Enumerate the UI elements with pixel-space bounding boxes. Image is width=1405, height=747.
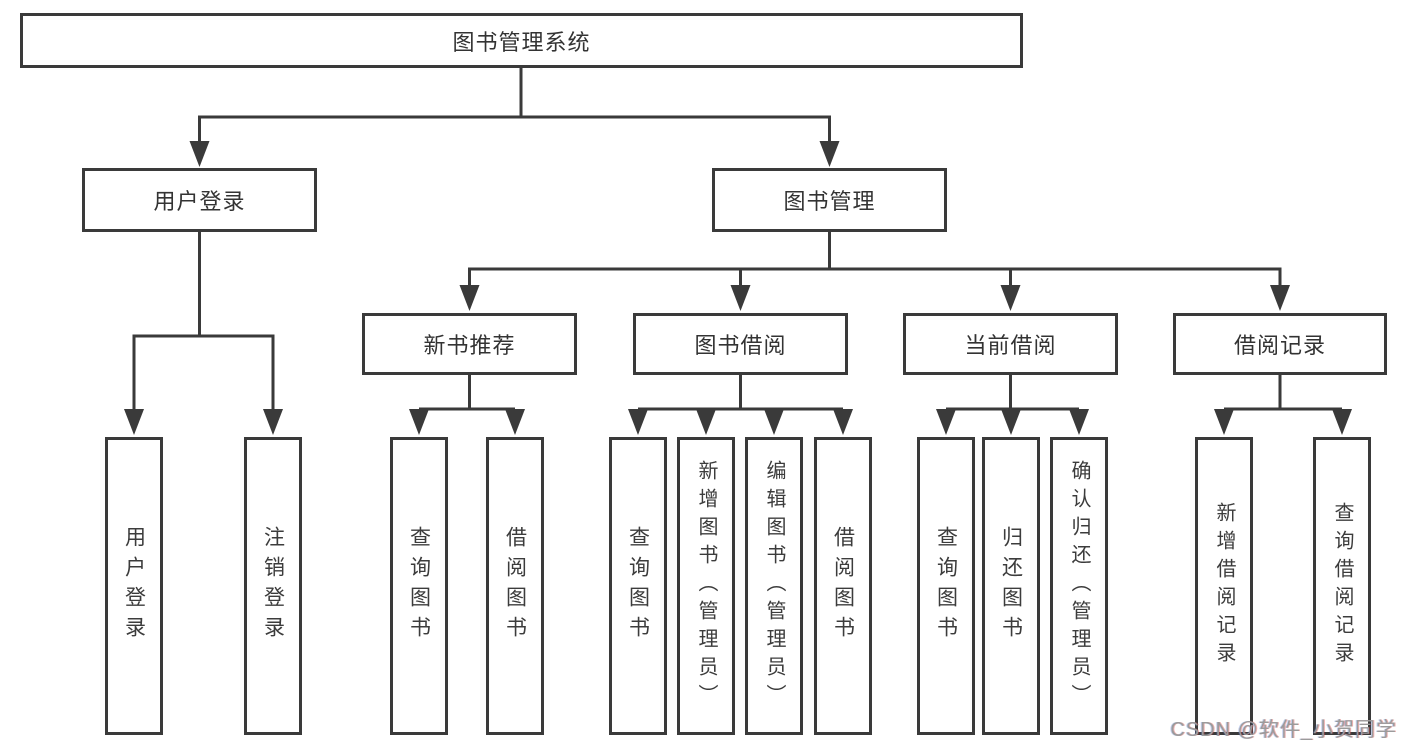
- leaf-label: 查询图书: [934, 526, 958, 646]
- node-label: 新书推荐: [423, 333, 516, 358]
- leaf-label: 注销登录: [261, 526, 285, 646]
- leaf-label: 查询图书: [407, 526, 431, 646]
- leaf-label: 借阅图书: [831, 526, 855, 646]
- leaf-logout: 注销登录: [244, 437, 302, 735]
- leaf-label: 新增图书（管理员）: [695, 460, 717, 712]
- leaf-label: 查询借阅记录: [1331, 502, 1353, 670]
- node-library-management-system: 图书管理系统: [20, 13, 1023, 68]
- node-label: 图书管理: [783, 189, 876, 214]
- leaf-confirm-return-admin: 确认归还（管理员）: [1050, 437, 1108, 735]
- node-label: 当前借阅: [964, 333, 1057, 358]
- node-borrow-records: 借阅记录: [1173, 313, 1387, 375]
- node-book-borrowing: 图书借阅: [633, 313, 848, 375]
- csdn-watermark: CSDN @软件_小贺同学: [1170, 719, 1397, 741]
- node-new-book-recommend: 新书推荐: [362, 313, 577, 375]
- leaf-label: 归还图书: [999, 526, 1023, 646]
- node-label: 图书管理系统: [452, 29, 591, 55]
- leaf-add-book-admin: 新增图书（管理员）: [677, 437, 735, 735]
- leaf-return-book: 归还图书: [982, 437, 1040, 735]
- leaf-label: 确认归还（管理员）: [1068, 460, 1090, 712]
- node-label: 用户登录: [153, 189, 246, 214]
- leaf-label: 查询图书: [626, 526, 650, 646]
- leaf-label: 用户登录: [122, 526, 146, 646]
- leaf-label: 借阅图书: [503, 526, 527, 646]
- leaf-add-borrow-record: 新增借阅记录: [1195, 437, 1253, 735]
- leaf-query-book-current: 查询图书: [917, 437, 975, 735]
- node-user-login: 用户登录: [82, 168, 317, 232]
- leaf-user-login: 用户登录: [105, 437, 163, 735]
- leaf-borrow-book-recommend: 借阅图书: [486, 437, 544, 735]
- node-current-borrowing: 当前借阅: [903, 313, 1118, 375]
- leaf-edit-book-admin: 编辑图书（管理员）: [745, 437, 803, 735]
- leaf-query-book-recommend: 查询图书: [390, 437, 448, 735]
- node-label: 借阅记录: [1233, 333, 1326, 358]
- leaf-query-book-borrowing: 查询图书: [609, 437, 667, 735]
- leaf-label: 新增借阅记录: [1213, 502, 1235, 670]
- leaf-borrow-book: 借阅图书: [814, 437, 872, 735]
- leaf-query-borrow-record: 查询借阅记录: [1313, 437, 1371, 735]
- node-book-management: 图书管理: [712, 168, 947, 232]
- node-label: 图书借阅: [694, 333, 787, 358]
- leaf-label: 编辑图书（管理员）: [763, 460, 785, 712]
